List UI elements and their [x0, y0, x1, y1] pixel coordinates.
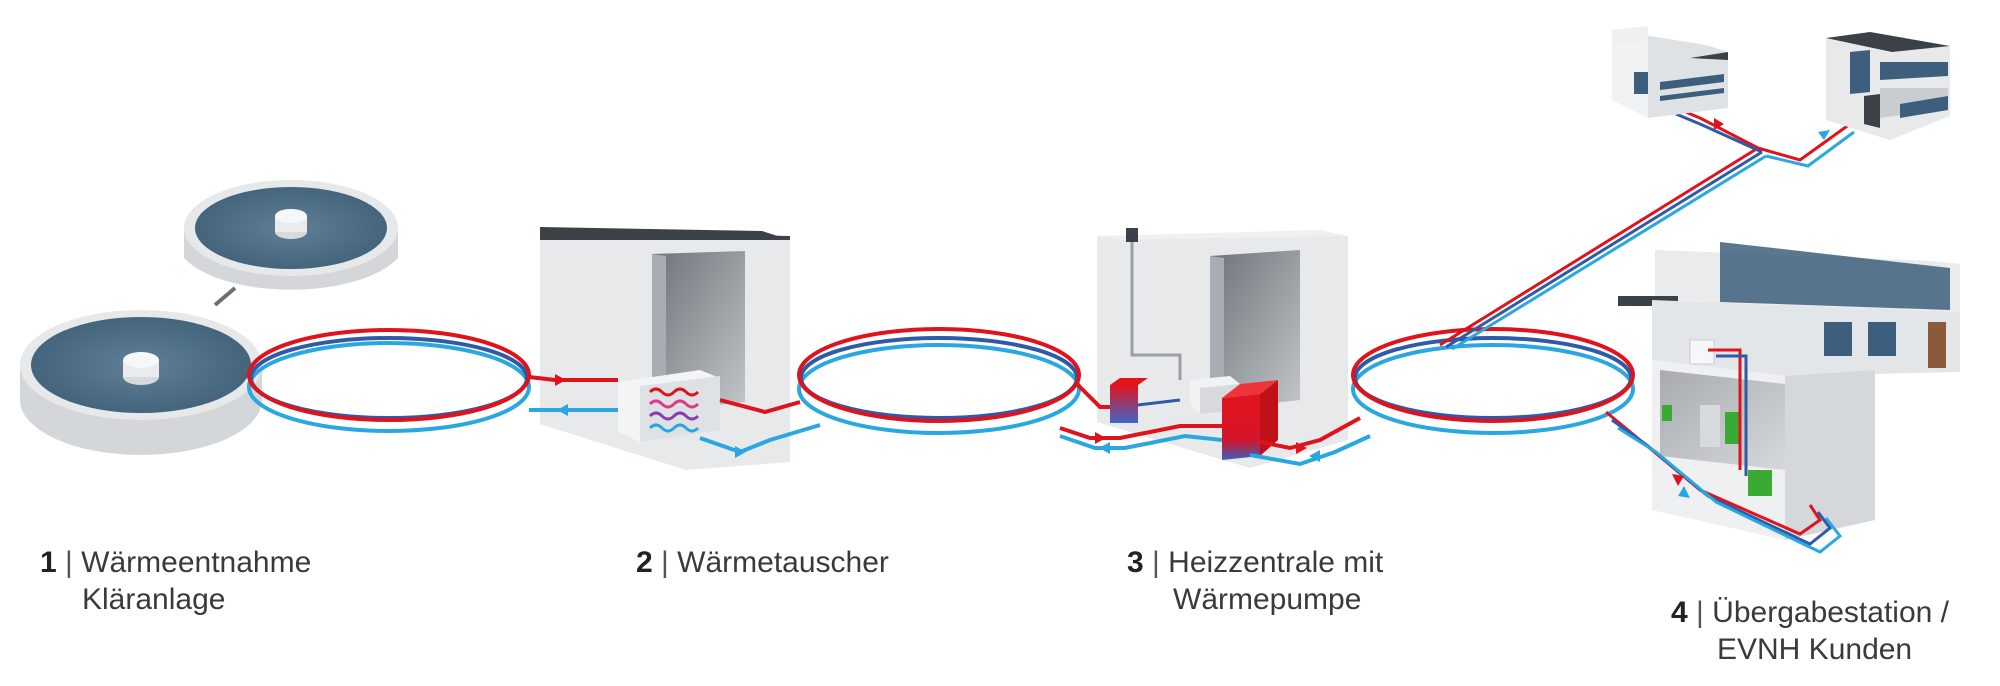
stage-title-line1: Wärmeentnahme — [81, 546, 312, 579]
chimney-icon — [1126, 228, 1182, 380]
stage-separator: | — [1152, 546, 1160, 579]
stage-label-2: 2 | Wärmetauscher — [636, 544, 889, 581]
stage-title-line1: Übergabestation / — [1712, 596, 1949, 629]
heat-exchanger-building-icon — [528, 227, 821, 470]
stage-separator: | — [65, 546, 73, 579]
stage-label-1: 1 | Wärmeentnahme Kläranlage — [40, 544, 311, 618]
heat-pump-unit-large — [1222, 380, 1278, 460]
heat-exchanger-unit — [618, 370, 720, 442]
stage-label-4: 4 | Übergabestation / EVNH Kunden — [1671, 594, 1949, 668]
heat-pump-unit-small — [1110, 378, 1148, 423]
pipe-loop-1 — [247, 328, 531, 433]
stage-title-line2: Wärmepumpe — [1173, 583, 1362, 616]
stage-title-line1: Wärmetauscher — [677, 546, 889, 579]
upper-clarifier-basin — [184, 180, 398, 290]
stage-number: 3 — [1127, 546, 1144, 579]
stage-title-line2: Kläranlage — [82, 583, 226, 616]
stage-label-3: 3 | Heizzentrale mit Wärmepumpe — [1127, 544, 1383, 618]
stage-title-line1: Heizzentrale mit — [1168, 546, 1384, 579]
stage-number: 2 — [636, 546, 653, 579]
customer-house-a-icon — [1612, 26, 1730, 118]
heat-pump-building-icon — [1059, 228, 1371, 468]
sewage-basin-icon — [20, 180, 398, 455]
stage-number: 1 — [40, 546, 57, 579]
pipe-loop-2 — [797, 327, 1081, 435]
stage-separator: | — [661, 546, 669, 579]
customer-building-icon — [1618, 228, 1960, 540]
customer-house-b-icon — [1826, 32, 1950, 140]
lower-clarifier-basin — [20, 310, 262, 455]
stage-number: 4 — [1671, 596, 1688, 629]
stage-separator: | — [1696, 596, 1704, 629]
stage-title-line2: EVNH Kunden — [1717, 633, 1913, 666]
distribution-pipe-lower — [1605, 410, 1843, 554]
pipe-loop-3 — [1351, 327, 1635, 435]
